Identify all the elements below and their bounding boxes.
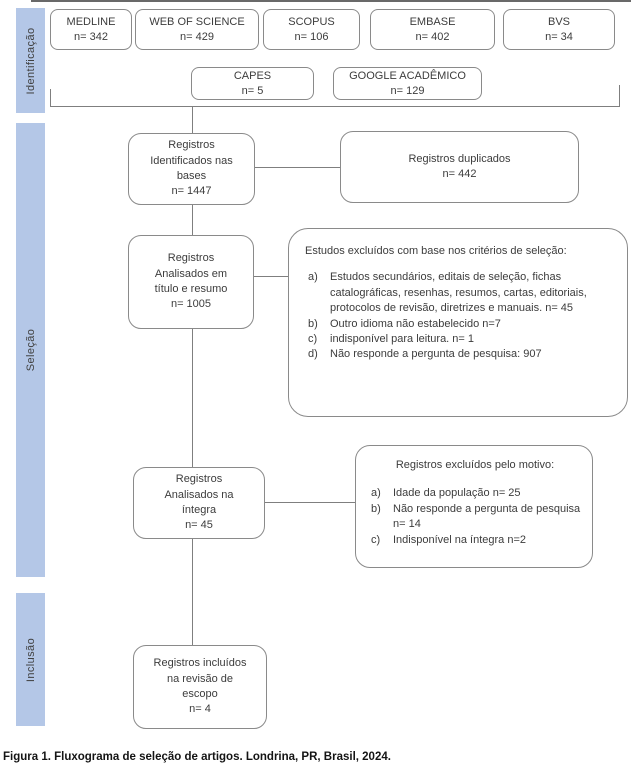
phase-bar-identification: Identificação [16,8,45,113]
source-count: n= 429 [180,30,214,43]
source-name: MEDLINE [66,15,116,28]
item-marker: a) [371,487,381,500]
list-item: c) Indisponível na íntegra n=2 [368,533,582,548]
source-box-capes: CAPES n= 5 [191,67,314,100]
flow-box-duplicates: Registros duplicados n= 442 [340,131,579,203]
source-box-bvs: BVS n= 34 [503,9,615,50]
flow-box-title-abstract: Registros Analisados em título e resumo … [128,235,254,329]
connector-screened-fulltext [192,327,193,467]
source-name: CAPES [233,69,272,82]
connector-identified-screened [192,203,193,235]
item-text: Estudos secundários, editais de seleção,… [330,271,587,315]
source-box-embase: EMBASE n= 402 [370,9,495,50]
item-text: Não responde a pergunta de pesquisa n= 1… [393,502,581,531]
connector-identified-duplicates [253,167,340,168]
item-marker: c) [371,533,381,546]
exclusion-criteria-list: a) Estudos secundários, editais de seleç… [305,270,613,362]
exclusion-criteria-title: Estudos excluídos com base nos critérios… [305,245,567,257]
source-count: n= 34 [545,30,573,43]
source-box-google-academico: GOOGLE ACADÊMICO n= 129 [333,67,482,100]
exclusion-criteria-box: Estudos excluídos com base nos critérios… [288,228,628,417]
exclusion-reasons-title: Registros excluídos pelo motivo: [395,459,555,471]
item-marker: b) [371,502,381,515]
source-count: n= 342 [74,30,108,43]
source-count: n= 5 [241,84,264,97]
source-name: WEB OF SCIENCE [149,15,245,28]
source-name: EMBASE [409,15,456,28]
list-item: c) indisponível para leitura. n= 1 [305,332,613,347]
figure-caption: Figura 1. Fluxograma de seleção de artig… [3,751,391,763]
source-count: n= 402 [415,30,450,43]
source-box-web-of-science: WEB OF SCIENCE n= 429 [135,9,259,50]
list-item: a) Idade da população n= 25 [368,486,582,501]
page-top-rule [31,0,631,2]
phase-label-screening: Seleção [24,328,37,372]
item-marker: c) [308,332,318,345]
item-marker: d) [308,348,318,361]
source-name: SCOPUS [288,15,335,28]
source-box-medline: MEDLINE n= 342 [50,9,132,50]
flow-box-fulltext: Registros Analisados na íntegra n= 45 [133,467,265,539]
source-count: n= 106 [294,30,329,43]
list-item: b) Não responde a pergunta de pesquisa n… [368,502,582,533]
flow-box-identified: Registros Identificados nas bases n= 144… [128,133,255,205]
phase-label-inclusion: Inclusão [24,637,37,682]
item-text: Outro idioma não estabelecido n=7 [330,317,501,330]
bracket-line [50,106,620,107]
source-box-scopus: SCOPUS n= 106 [263,9,360,50]
item-text: indisponível para leitura. n= 1 [330,332,475,345]
item-marker: b) [308,317,318,330]
list-item: a) Estudos secundários, editais de seleç… [305,270,613,316]
item-text: Idade da população n= 25 [393,487,521,500]
connector-bracket-identified [192,106,193,133]
list-item: b) Outro idioma não estabelecido n=7 [305,317,613,332]
phase-bar-inclusion: Inclusão [16,593,45,726]
exclusion-reasons-list: a) Idade da população n= 25 b) Não respo… [368,486,582,548]
connector-screened-criteria [252,276,288,277]
item-text: Indisponível na íntegra n=2 [393,533,527,546]
connector-fulltext-included [192,537,193,645]
item-text: Não responde a pergunta de pesquisa: 907 [330,348,542,361]
exclusion-reasons-box: Registros excluídos pelo motivo: a) Idad… [355,445,593,568]
source-count: n= 129 [390,84,425,97]
connector-fulltext-reasons [263,502,355,503]
bracket-tick-right [619,85,620,106]
list-item: d) Não responde a pergunta de pesquisa: … [305,347,613,362]
bracket-tick-left [50,89,51,106]
phase-bar-screening: Seleção [16,123,45,577]
phase-label-identification: Identificação [24,27,37,94]
flow-box-included: Registros incluídos na revisão de escopo… [133,645,267,729]
source-name: GOOGLE ACADÊMICO [349,69,466,82]
source-name: BVS [547,15,570,28]
item-marker: a) [308,271,318,284]
